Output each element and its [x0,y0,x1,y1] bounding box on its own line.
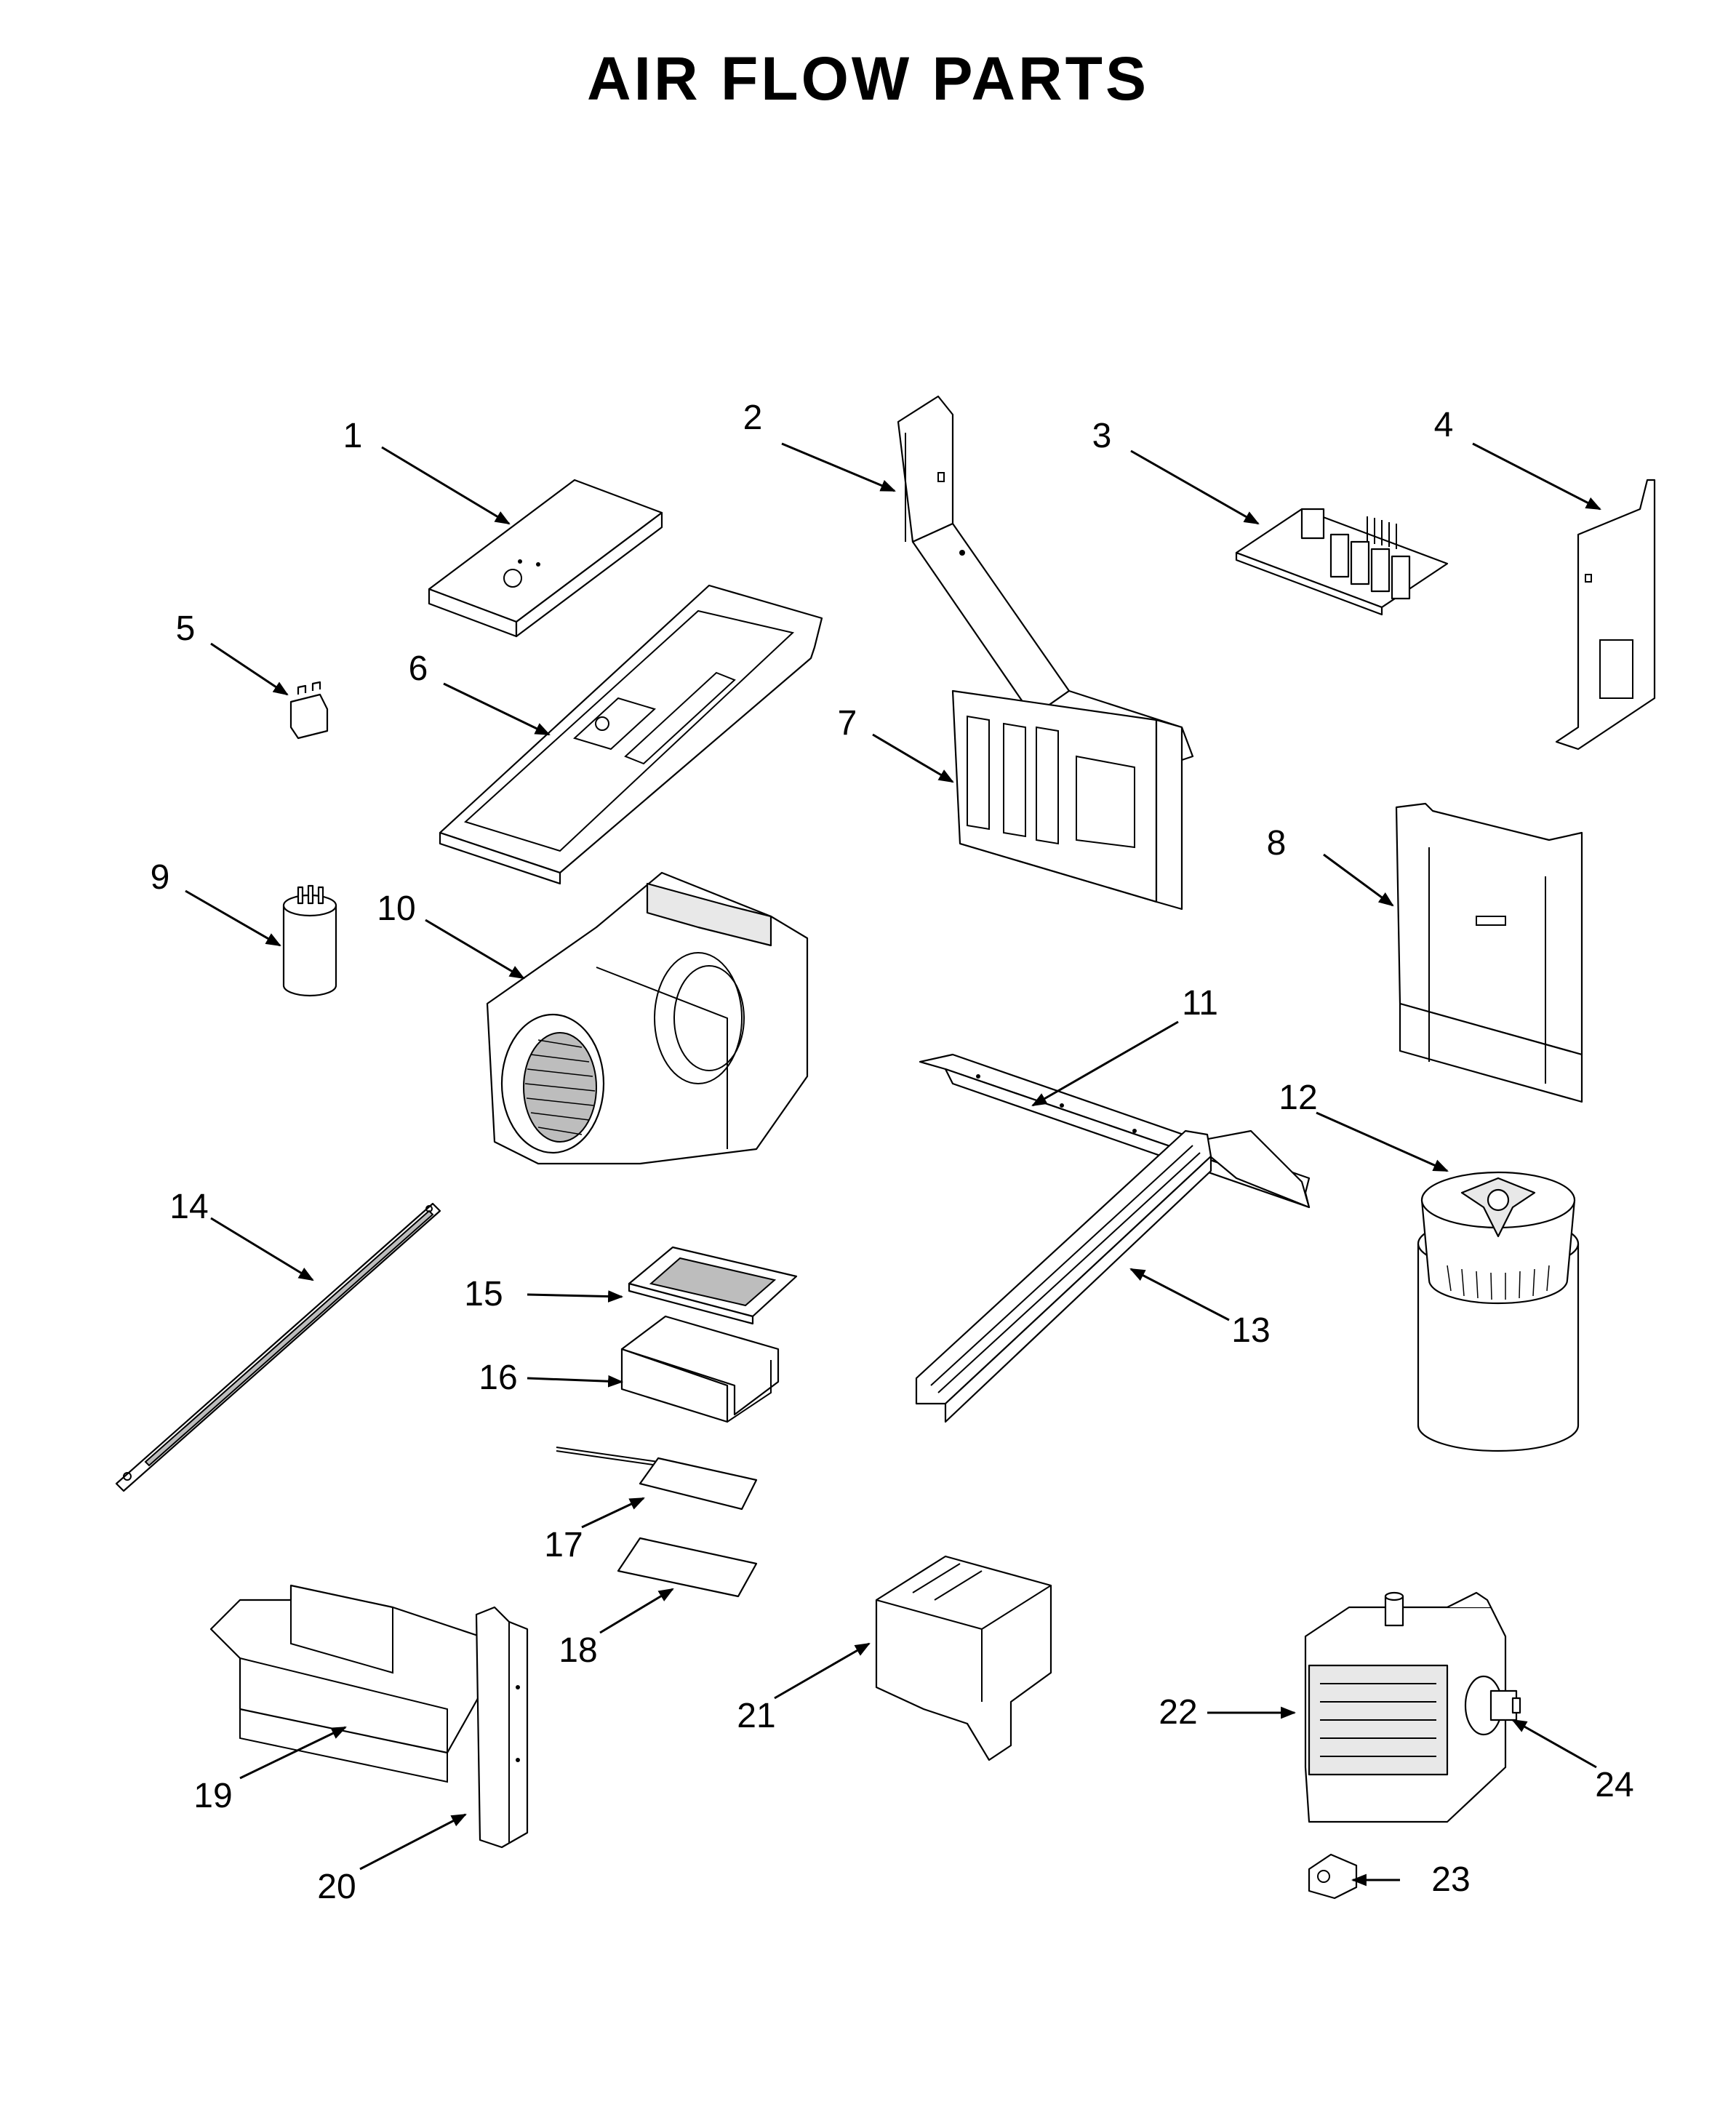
label-16: 16 [479,1359,517,1397]
part-12-motor [1417,1171,1580,1452]
page-title: AIR FLOW PARTS [586,44,1150,113]
leader-arrows [185,442,1601,1887]
label-15: 15 [464,1275,503,1313]
part-7-frame [951,689,1183,911]
label-18: 18 [559,1631,597,1670]
part-22-magnetron [1304,1591,1507,1823]
label-1: 1 [343,417,363,455]
part-1-cover [428,479,663,638]
label-11: 11 [1182,984,1218,1023]
part-4-side-panel [1555,479,1656,751]
label-14: 14 [169,1188,208,1226]
part-3-control-board [1235,508,1449,616]
part-10-blower [486,871,809,1165]
part-15-filter-frame [628,1246,798,1325]
label-6: 6 [409,649,428,688]
label-8: 8 [1267,824,1287,863]
label-12: 12 [1279,1079,1317,1117]
label-13: 13 [1231,1311,1270,1350]
label-21: 21 [737,1697,775,1735]
part-9-capacitor [282,884,337,997]
label-7: 7 [838,704,857,743]
label-5: 5 [176,609,196,648]
label-20: 20 [317,1868,356,1906]
part-14-rod [115,1202,441,1492]
label-24: 24 [1595,1766,1633,1804]
part-19-lower-duct [209,1584,481,1783]
part-23-tab [1308,1853,1358,1900]
label-19: 19 [193,1777,232,1815]
label-17: 17 [544,1526,583,1564]
part-21-bracket-box [875,1555,1052,1761]
label-9: 9 [151,858,170,897]
callout-labels: 1 2 3 4 5 6 7 8 9 10 11 12 13 14 15 16 1… [151,399,1634,1906]
part-8-rear-panel [1395,802,1583,1103]
label-4: 4 [1434,406,1454,444]
part-5-clip [289,681,329,740]
part-18-plate [617,1537,758,1598]
label-2: 2 [743,399,763,437]
part-13-side-rail [915,1129,1212,1423]
part-16-shroud [620,1315,780,1423]
label-22: 22 [1159,1693,1197,1732]
label-10: 10 [377,889,415,928]
part-11-top-rail [919,1053,1311,1209]
part-17-heater-plate [556,1447,758,1511]
part-24-antenna [1464,1675,1521,1736]
part-6-duct-tray [439,584,823,885]
label-23: 23 [1431,1860,1470,1899]
part-20-vertical-bracket [475,1606,529,1849]
label-3: 3 [1092,417,1112,455]
